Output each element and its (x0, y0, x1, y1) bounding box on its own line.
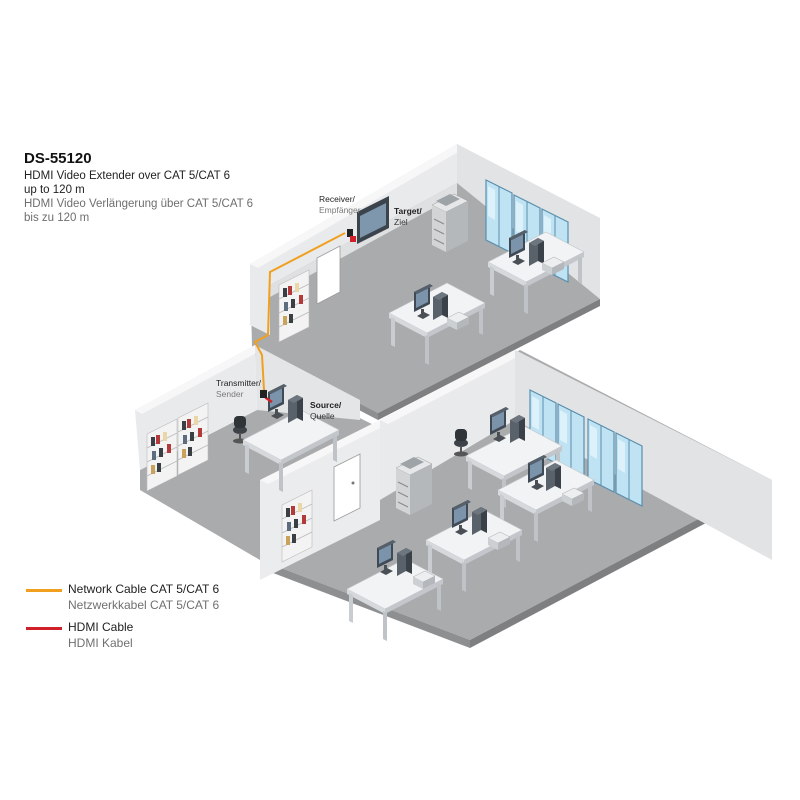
hdmi-cable (260, 389, 273, 404)
network-cable-swatch (26, 589, 62, 592)
transmitter-label: Transmitter/ (216, 378, 262, 388)
legend-hdmi-en: HDMI Cable (68, 620, 134, 634)
network-cable (253, 232, 346, 391)
target-label-de: Ziel (394, 217, 408, 227)
description-de-1: HDMI Video Verlängerung über CAT 5/CAT 6 (24, 198, 254, 210)
hdmi-cable-swatch (26, 627, 62, 630)
receiver-label: Receiver/ (319, 194, 355, 204)
legend-hdmi-de: HDMI Kabel (68, 636, 133, 650)
source-label: Source/ (310, 400, 342, 410)
lower-floor (135, 345, 776, 648)
model-title: DS-55120 (24, 150, 92, 167)
legend-network-de: Netzwerkkabel CAT 5/CAT 6 (68, 598, 220, 612)
receiver-label-de: Empfänger (319, 205, 361, 215)
legend-network-en: Network Cable CAT 5/CAT 6 (68, 582, 220, 596)
transmitter-label-de: Sender (216, 389, 244, 399)
target-label: Target/ (394, 206, 422, 216)
source-label-de: Quelle (310, 411, 335, 421)
description-de-2: bis zu 120 m (24, 212, 90, 224)
description-en-2: up to 120 m (24, 184, 85, 196)
description-en-1: HDMI Video Extender over CAT 5/CAT 6 (24, 170, 231, 182)
upper-floor (250, 144, 604, 420)
target-display (347, 196, 389, 244)
